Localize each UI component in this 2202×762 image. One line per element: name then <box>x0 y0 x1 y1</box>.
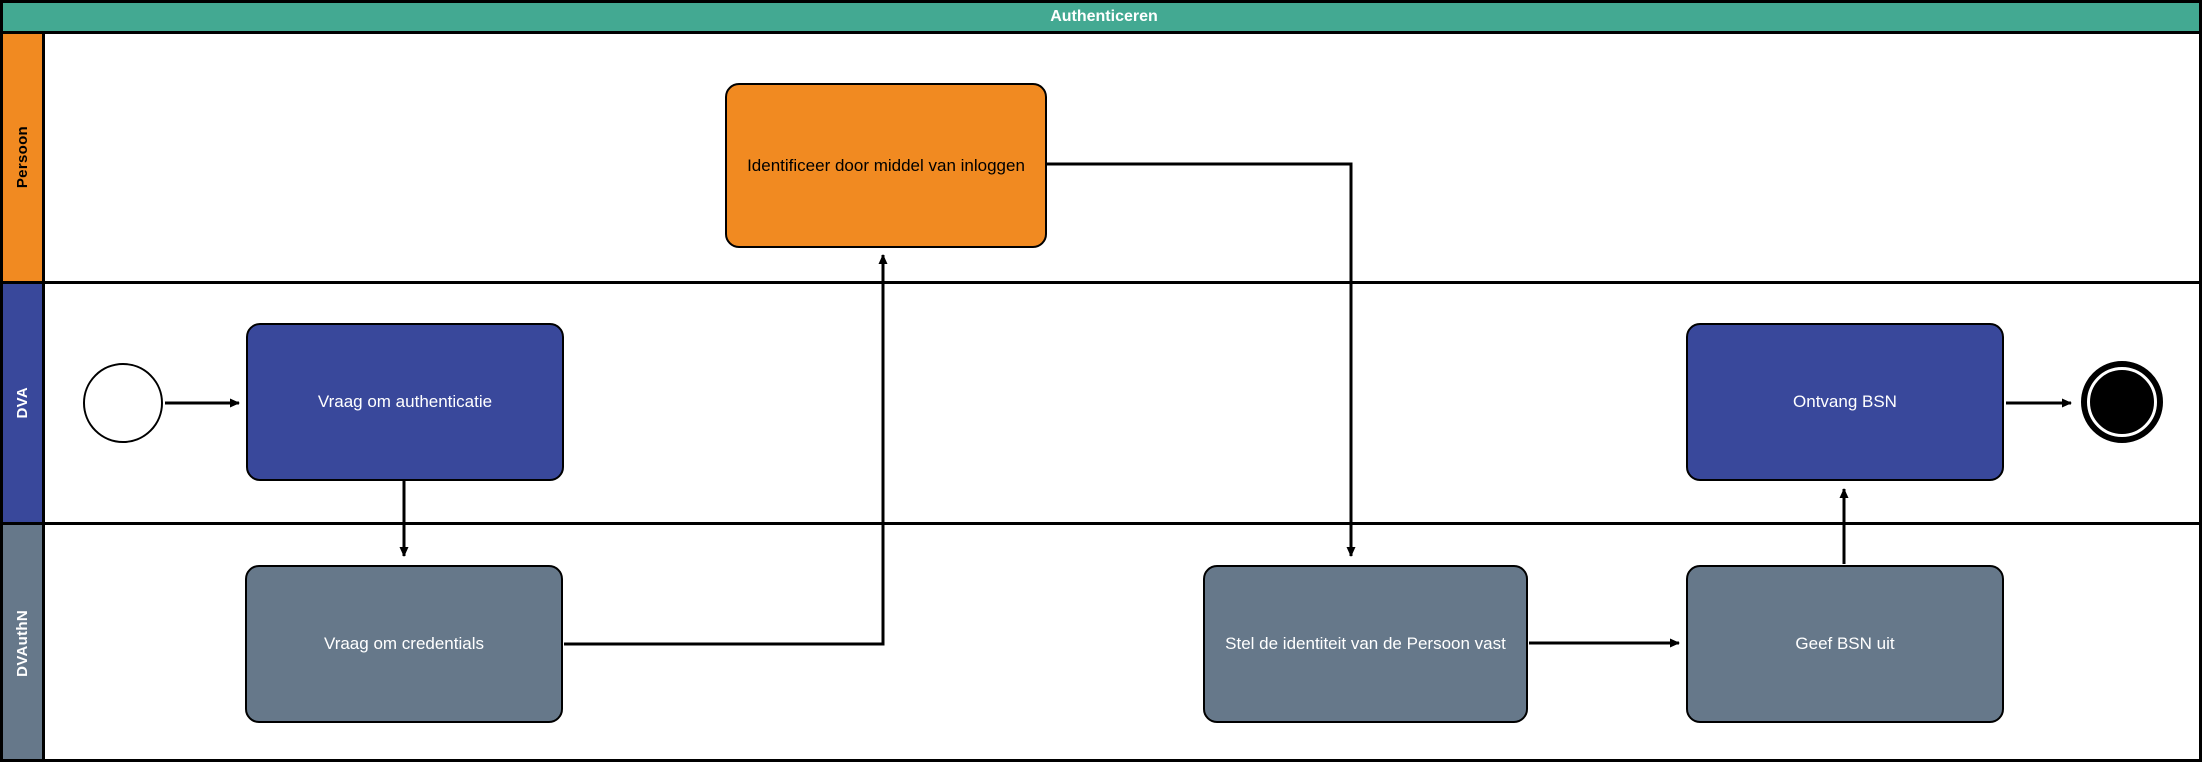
task-ontvang-bsn[interactable]: Ontvang BSN <box>1686 323 2004 481</box>
task-label: Vraag om authenticatie <box>317 392 493 412</box>
lane-label-persoon: Persoon <box>3 34 45 281</box>
lane-body-persoon <box>45 34 2199 281</box>
pool-title-bar: Authenticeren <box>3 3 2199 34</box>
task-stel-de-identiteit-van-de-persoon-vast[interactable]: Stel de identiteit van de Persoon vast <box>1203 565 1528 723</box>
start-event[interactable] <box>83 363 163 443</box>
task-geef-bsn-uit[interactable]: Geef BSN uit <box>1686 565 2004 723</box>
lane-label-dva-text: DVA <box>14 387 31 419</box>
lane-label-dva: DVA <box>3 284 45 522</box>
task-vraag-om-authenticatie[interactable]: Vraag om authenticatie <box>246 323 564 481</box>
task-label: Vraag om credentials <box>323 634 484 654</box>
lane-label-dvauthn-text: DVAuthN <box>14 610 31 677</box>
lane-persoon: Persoon <box>3 34 2199 284</box>
task-label: Stel de identiteit van de Persoon vast <box>1225 634 1506 654</box>
end-event-ring <box>2087 367 2157 437</box>
end-event[interactable] <box>2081 361 2163 443</box>
task-vraag-om-credentials[interactable]: Vraag om credentials <box>245 565 563 723</box>
end-event-core <box>2092 372 2152 432</box>
task-label: Identificeer door middel van inloggen <box>747 155 1025 175</box>
task-identificeer-door-middel-van-inloggen[interactable]: Identificeer door middel van inloggen <box>725 83 1047 248</box>
task-label: Ontvang BSN <box>1793 392 1897 412</box>
task-label: Geef BSN uit <box>1795 634 1895 654</box>
lane-label-dvauthn: DVAuthN <box>3 525 45 759</box>
page-title: Authenticeren <box>1050 8 1158 25</box>
lane-label-persoon-text: Persoon <box>14 126 31 189</box>
lane-dvauthn: DVAuthN <box>3 525 2199 759</box>
